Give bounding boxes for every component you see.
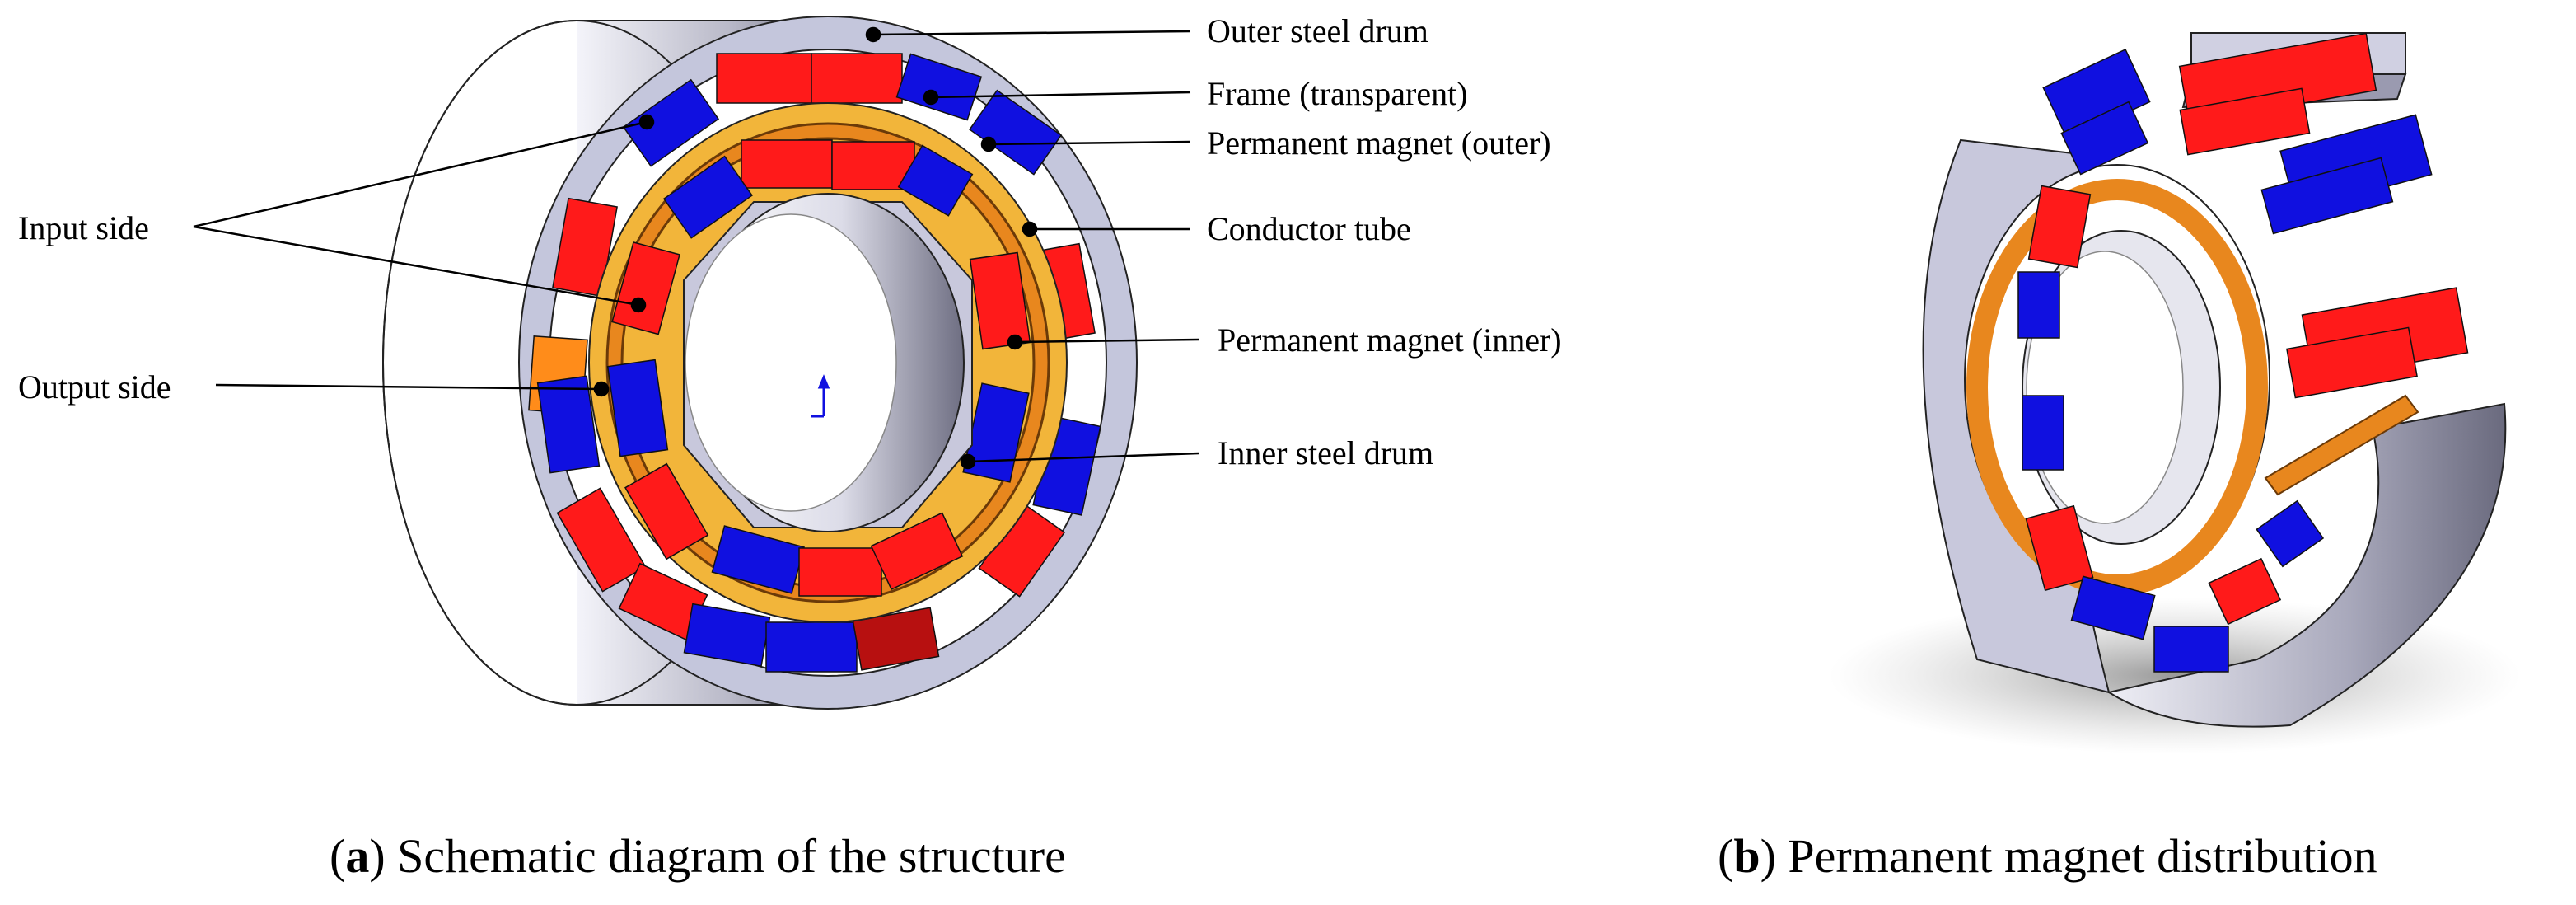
label-conductor-tube: Conductor tube [1207,210,1411,247]
caption-a: (a) Schematic diagram of the structure [330,829,1066,883]
caption-b: (b) Permanent magnet distribution [1718,829,2377,883]
caption-b-text: Permanent magnet distribution [1775,829,2377,883]
caption-b-letter: b [1733,829,1760,883]
label-output-side: Output side [18,368,171,406]
magnet-distribution-cutaway [1829,32,2521,754]
label-pm-outer: Permanent magnet (outer) [1207,124,1551,162]
caption-a-text: Schematic diagram of the structure [385,829,1066,883]
outer-magnet-ring [528,53,1101,673]
label-inner-steel-drum: Inner steel drum [1218,434,1434,471]
label-input-side: Input side [18,209,149,246]
magnet-blocks [2017,32,2469,673]
inner-steel-drum [683,193,973,532]
label-frame: Frame (transparent) [1207,75,1468,112]
label-outer-steel-drum: Outer steel drum [1207,12,1428,49]
inner-magnet-ring [606,139,1031,597]
caption-a-letter: a [345,829,370,883]
leader-lines [193,26,1199,470]
label-pm-inner: Permanent magnet (inner) [1218,321,1562,359]
axis-glyph [811,374,830,418]
structure-schematic [193,16,1199,710]
